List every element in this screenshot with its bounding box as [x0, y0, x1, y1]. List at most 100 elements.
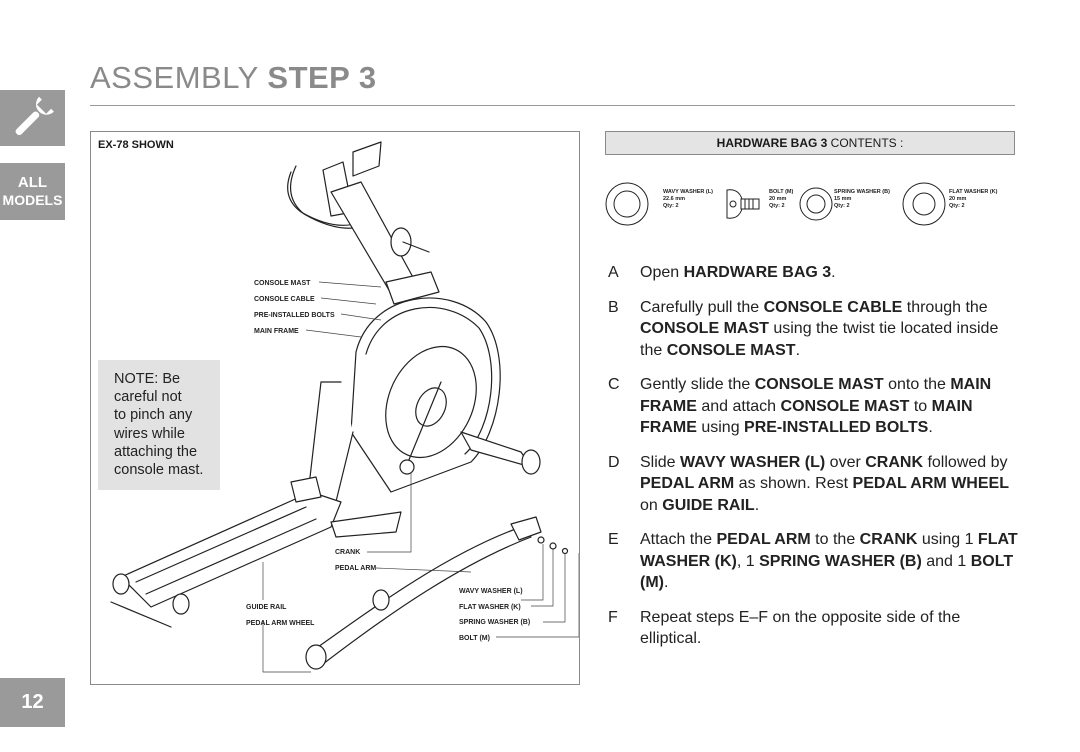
elliptical-assembly-diagram: CONSOLE MAST CONSOLE CABLE PRE-INSTALLED…	[110, 141, 579, 673]
step-text: to	[909, 397, 932, 415]
step-text: using	[696, 419, 745, 436]
step-letter: A	[608, 264, 619, 281]
step-text: , 1	[736, 552, 760, 570]
step-part-name: CRANK	[859, 531, 918, 548]
step-part-name: WAVY WASHER (L)	[680, 453, 826, 471]
step-letter: B	[608, 298, 619, 316]
step-text: on	[640, 496, 663, 514]
step-text: using the twist tie located inside the	[640, 320, 999, 359]
step-part-name: FLAT WASHER (K)	[640, 531, 1018, 570]
step-part-name: PEDAL ARM WHEEL	[852, 475, 1009, 492]
title-bold: STEP 3	[267, 60, 377, 95]
step-text: .	[831, 264, 836, 281]
step-part-name: PEDAL ARM	[640, 475, 735, 492]
step-text: as shown. Rest	[734, 475, 853, 492]
hardware-item-spring-washer: SPRING WASHER (B) 15 mm Qty: 2	[834, 189, 890, 210]
title-divider	[90, 105, 1015, 106]
hardware-item-qty: Qty: 2	[663, 203, 679, 209]
note-line: attaching the	[114, 443, 198, 460]
step-part-name: CONSOLE CABLE	[763, 298, 903, 316]
hardware-item-size: 20 mm	[949, 196, 967, 202]
step-text: .	[928, 419, 933, 436]
step-text: using 1	[917, 531, 978, 548]
step-text: followed by	[923, 453, 1008, 471]
callout-pre-installed-bolts: PRE-INSTALLED BOLTS	[254, 312, 335, 319]
step-letter: E	[608, 531, 619, 548]
page-title: ASSEMBLY STEP 3	[90, 60, 377, 96]
hardware-icons	[605, 182, 946, 226]
step-part-name: BOLT (M)	[640, 552, 1014, 592]
caution-note: NOTE: Be careful not to pinch any wires …	[98, 360, 220, 490]
step-text: to the	[810, 531, 860, 548]
hardware-item-size: 22.6 mm	[663, 196, 686, 202]
step-part-name: CONSOLE MAST	[754, 376, 884, 393]
step-part-name: PEDAL ARM	[716, 531, 811, 548]
hardware-item-name: SPRING WASHER (B)	[834, 189, 890, 195]
instruction-steps: A Open HARDWARE BAG 3. B Carefully pull the…	[608, 262, 1018, 663]
wrench-icon	[15, 96, 54, 136]
step-part-name: CONSOLE MAST	[666, 341, 796, 359]
step-text: through the	[902, 298, 988, 316]
step-text: Attach the	[640, 531, 717, 548]
step-part-name: GUIDE RAIL	[662, 496, 755, 514]
step-text: .	[754, 496, 760, 514]
step-text: and attach	[696, 397, 781, 415]
note-line: console mast.	[114, 462, 204, 479]
step-part-name: MAIN FRAME	[640, 376, 992, 415]
hardware-item-name: WAVY WASHER (L)	[663, 189, 713, 195]
step-e: E Attach the PEDAL ARM to the CRANK using…	[608, 529, 1018, 594]
step-part-name: MAIN FRAME	[640, 397, 973, 437]
callout-console-cable: CONSOLE CABLE	[254, 296, 315, 303]
note-line: to pinch any	[114, 407, 193, 424]
step-part-name: HARDWARE BAG 3	[683, 264, 832, 281]
diagram-frame	[90, 131, 580, 685]
models-label-line2: MODELS	[2, 192, 63, 208]
hardware-item-size: 20 mm	[769, 196, 787, 202]
note-line: wires while	[114, 425, 185, 442]
hardware-item-qty: Qty: 2	[834, 203, 850, 209]
callout-spring-washer: SPRING WASHER (B)	[459, 619, 530, 626]
step-text: .	[663, 574, 669, 591]
note-line: careful not	[114, 389, 182, 406]
hardware-item-wavy-washer: WAVY WASHER (L) 22.6 mm Qty: 2	[663, 189, 713, 210]
all-models-tab: ALL MODELS	[0, 163, 65, 220]
callout-main-frame: MAIN FRAME	[254, 328, 299, 335]
step-text: .	[795, 341, 801, 359]
bolt-icon	[726, 189, 760, 219]
hardware-item-name: FLAT WASHER (K)	[949, 189, 998, 195]
hardware-bag-contents-label: CONTENTS :	[830, 136, 904, 150]
step-b: B Carefully pull the CONSOLE CABLE throug…	[608, 297, 1018, 362]
callout-pedal-arm-wheel: PEDAL ARM WHEEL	[246, 620, 315, 627]
step-part-name: CONSOLE MAST	[780, 397, 910, 415]
hardware-item-flat-washer: FLAT WASHER (K) 20 mm Qty: 2	[949, 189, 997, 210]
callout-guide-rail: GUIDE RAIL	[246, 604, 287, 611]
page-number: 12	[0, 678, 65, 727]
callout-wavy-washer: WAVY WASHER (L)	[459, 588, 523, 595]
hardware-item-name: BOLT (M)	[769, 189, 794, 195]
step-text: Open	[640, 264, 684, 281]
step-letter: C	[608, 376, 620, 393]
step-letter: D	[608, 453, 620, 471]
step-text: Repeat steps E–F on the opposite side of…	[640, 608, 961, 648]
step-text: onto the	[883, 376, 951, 393]
hardware-item-qty: Qty: 2	[949, 203, 965, 209]
hardware-item-size: 15 mm	[834, 196, 852, 202]
callout-bolt: BOLT (M)	[459, 635, 490, 642]
title-light: ASSEMBLY	[90, 60, 259, 95]
step-f: F Repeat steps E–F on the opposite side o…	[608, 607, 1018, 650]
callout-flat-washer: FLAT WASHER (K)	[459, 604, 521, 611]
step-text: Carefully pull the	[640, 298, 764, 316]
step-part-name: PRE-INSTALLED BOLTS	[744, 419, 929, 436]
step-text: over	[825, 453, 866, 471]
models-label-line1: ALL	[17, 174, 48, 191]
callout-console-mast: CONSOLE MAST	[254, 280, 311, 287]
step-text: Gently slide the	[640, 376, 755, 393]
model-shown-label: EX-78 SHOWN	[98, 139, 174, 151]
step-letter: F	[608, 608, 618, 626]
tools-tab	[0, 90, 65, 146]
step-part-name: CRANK	[865, 453, 924, 471]
hardware-bag-title: HARDWARE BAG 3	[716, 136, 828, 150]
hardware-item-qty: Qty: 2	[769, 203, 785, 209]
